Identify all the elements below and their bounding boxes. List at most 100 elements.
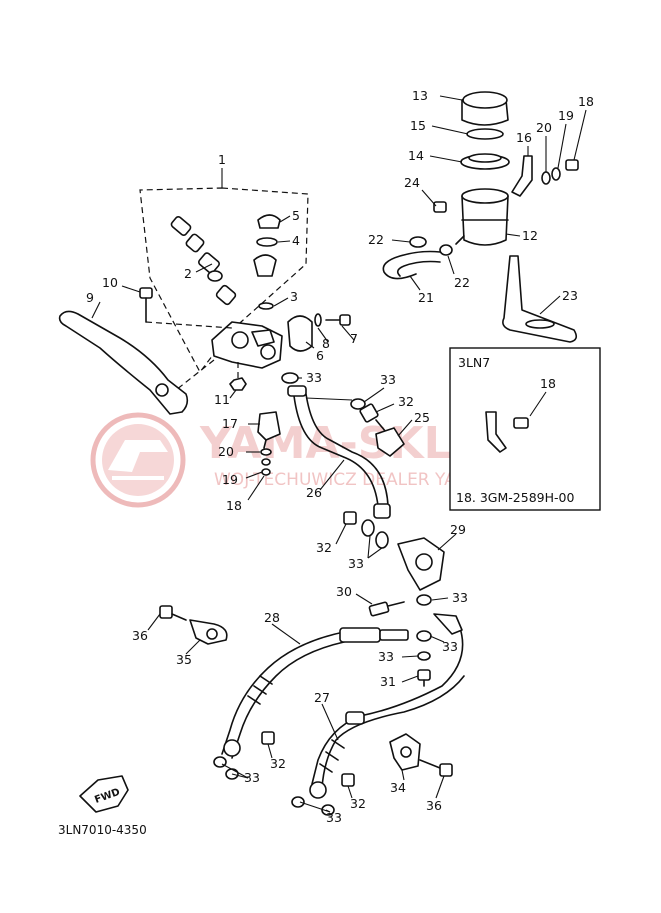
banjo-right <box>309 781 327 799</box>
callout-8: 8 <box>322 336 330 351</box>
pivot-bolt <box>139 287 153 323</box>
reservoir-collar <box>551 167 561 181</box>
clamp-bolt <box>325 314 351 326</box>
callout-9: 9 <box>86 290 94 305</box>
brake-hoses <box>213 372 465 816</box>
reservoir-hose <box>382 250 441 280</box>
callout-1: 1 <box>218 152 226 167</box>
brake-lever <box>58 310 189 415</box>
hose-guides <box>159 605 453 777</box>
reservoir-stay <box>502 255 578 343</box>
callout-20-switch: 20 <box>218 444 234 459</box>
callout-17: 17 <box>222 416 238 431</box>
callout-18-switch: 18 <box>226 498 242 513</box>
brake-hose-upper <box>293 395 379 507</box>
callout-14: 14 <box>408 148 424 163</box>
callout-33-bottom-left: 33 <box>244 770 260 785</box>
callout-33-bottom-right: 33 <box>326 810 342 825</box>
callout-26: 26 <box>306 485 322 500</box>
callout-33-joint-mid: 33 <box>442 639 458 654</box>
callout-16: 16 <box>516 130 532 145</box>
callout-33-master: 33 <box>306 370 322 385</box>
callout-32-lower-left: 32 <box>270 756 286 771</box>
callout-36-right: 36 <box>426 798 442 813</box>
callout-labels: 1 2 3 4 5 6 7 8 9 10 11 12 13 14 15 16 1… <box>86 88 594 825</box>
brake-hose-right <box>311 627 464 785</box>
reservoir-bolt <box>433 201 447 213</box>
callout-25: 25 <box>414 410 430 425</box>
union-bolt-middle <box>343 511 357 525</box>
callout-7: 7 <box>350 331 358 346</box>
reservoir-screw <box>565 159 579 171</box>
inset-note: 18. 3GM-2589H-00 <box>456 490 574 505</box>
pivot-nut <box>229 377 247 391</box>
inset-callout-18: 18 <box>540 376 556 391</box>
callout-10: 10 <box>102 275 118 290</box>
callout-33-middle: 33 <box>348 556 364 571</box>
callout-23: 23 <box>562 288 578 303</box>
callout-6: 6 <box>316 348 324 363</box>
callout-20-reservoir: 20 <box>536 120 552 135</box>
reservoir-washer <box>541 171 551 185</box>
callout-22-lower: 22 <box>454 275 470 290</box>
banjo-left <box>223 739 241 757</box>
callout-15: 15 <box>410 118 426 133</box>
washer <box>314 313 322 327</box>
callout-21: 21 <box>418 290 434 305</box>
callout-33-hose: 33 <box>380 372 396 387</box>
callout-18-reservoir: 18 <box>578 94 594 109</box>
watermark-logo-icon <box>90 412 186 508</box>
brake-hose-left <box>221 631 345 755</box>
bleed-bolt <box>417 669 431 687</box>
hose-joint <box>375 427 405 457</box>
inset-model: 3LN7 <box>458 355 490 370</box>
callout-28: 28 <box>264 610 280 625</box>
callout-27: 27 <box>314 690 330 705</box>
callout-19-switch: 19 <box>222 472 238 487</box>
callout-4: 4 <box>292 233 300 248</box>
guide-bolt-left <box>159 605 187 621</box>
joint-bolt <box>368 601 405 617</box>
union-bolt-lower-left <box>261 731 275 745</box>
copper-washer-upper <box>281 372 299 384</box>
reservoir-plate <box>466 128 504 140</box>
callout-29: 29 <box>450 522 466 537</box>
brake-switch <box>257 411 281 476</box>
union-bolt-upper <box>359 403 387 433</box>
leader-lines <box>91 95 587 813</box>
inset-bracket-icon <box>485 411 507 453</box>
guide-bolt-right <box>419 759 453 777</box>
callout-33-joint-top: 33 <box>452 590 468 605</box>
fwd-arrow-icon: FWD <box>79 775 129 813</box>
callout-31: 31 <box>380 674 396 689</box>
hose-clamp-lower <box>439 244 453 256</box>
callout-35: 35 <box>176 652 192 667</box>
callout-5: 5 <box>292 208 300 223</box>
callout-30: 30 <box>336 584 352 599</box>
hose-clamp <box>409 236 427 248</box>
bleed-cap <box>253 214 281 310</box>
callout-32-middle: 32 <box>316 540 332 555</box>
callout-32-upper: 32 <box>398 394 414 409</box>
callout-32-lower-right: 32 <box>350 796 366 811</box>
watermark-subtitle: WOJ-TECHUWICZ DEALER YAMAHA <box>214 470 507 490</box>
piston-kit <box>170 216 237 306</box>
clamp <box>287 315 313 352</box>
catalog-code: 3LN7010-4350 <box>58 823 147 837</box>
callout-19-reservoir: 19 <box>558 108 574 123</box>
callout-22-upper: 22 <box>368 232 384 247</box>
callout-36-left: 36 <box>132 628 148 643</box>
callout-34: 34 <box>390 780 406 795</box>
reservoir-assembly <box>382 91 579 343</box>
callout-12: 12 <box>522 228 538 243</box>
callout-3: 3 <box>290 289 298 304</box>
union-bolt-lower-right <box>341 773 355 787</box>
callout-11: 11 <box>214 392 230 407</box>
callout-24: 24 <box>404 175 420 190</box>
master-cylinder-assembly <box>58 168 351 415</box>
callout-33-joint-low: 33 <box>378 649 394 664</box>
inset-3ln7: 3LN7 18 18. 3GM-2589H-00 <box>449 347 601 511</box>
callout-13: 13 <box>412 88 428 103</box>
reservoir-bracket <box>511 155 533 197</box>
